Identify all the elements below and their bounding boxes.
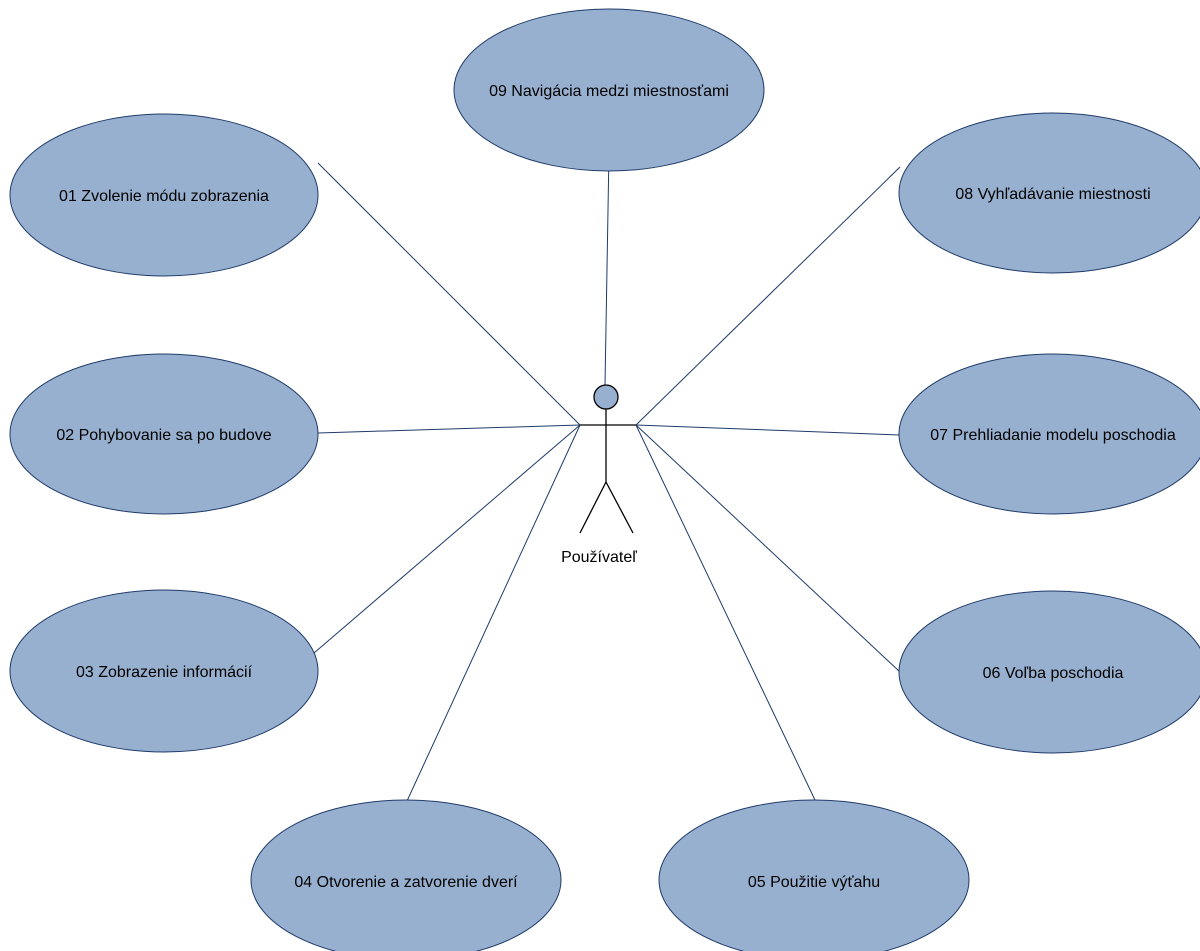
association-uc07 (635, 424, 901, 436)
use-case-01[interactable]: 01 Zvolenie módu zobrazenia (9, 113, 319, 277)
use-case-09-shape (453, 8, 765, 172)
use-case-05-label: 05 Použitie výťahu (748, 874, 880, 891)
use-case-01-label: 01 Zvolenie módu zobrazenia (59, 188, 269, 205)
use-case-01-shape (9, 113, 319, 277)
use-case-02-shape (9, 353, 319, 515)
association-uc08 (635, 166, 901, 426)
association-uc04 (406, 424, 581, 802)
use-case-07-label: 07 Prehliadanie modelu poschodia (930, 427, 1176, 444)
association-uc01 (317, 162, 581, 426)
use-case-02-label: 02 Pohybovanie sa po budove (56, 427, 271, 444)
use-case-06-label: 06 Voľba poschodia (983, 665, 1124, 682)
use-case-08-shape (898, 112, 1200, 274)
actor-right-leg (605, 481, 634, 534)
use-case-04[interactable]: 04 Otvorenie a zatvorenie dverí (250, 799, 562, 951)
association-uc02 (317, 424, 581, 434)
association-uc09 (604, 151, 610, 386)
actor-label: Používateľ (561, 549, 637, 566)
use-case-07-shape (898, 353, 1200, 515)
use-case-03[interactable]: 03 Zobrazenie informácií (9, 589, 319, 753)
association-uc03 (299, 424, 581, 666)
use-case-04-label: 04 Otvorenie a zatvorenie dverí (294, 874, 518, 891)
use-case-03-shape (9, 589, 319, 753)
actor[interactable]: Používateľ (561, 384, 637, 566)
use-case-05[interactable]: 05 Použitie výťahu (658, 799, 970, 951)
use-case-02[interactable]: 02 Pohybovanie sa po budove (9, 353, 319, 515)
use-case-05-shape (658, 799, 970, 951)
actor-head (593, 384, 619, 410)
use-case-04-shape (250, 799, 562, 951)
actor-left-leg (579, 481, 607, 534)
use-case-09[interactable]: 09 Navigácia medzi miestnosťami (453, 8, 765, 172)
use-case-06[interactable]: 06 Voľba poschodia (898, 590, 1200, 754)
association-uc05 (635, 424, 816, 801)
associations (299, 151, 901, 802)
use-case-08-label: 08 Vyhľadávanie miestnosti (955, 186, 1150, 203)
use-case-08[interactable]: 08 Vyhľadávanie miestnosti (898, 112, 1200, 274)
association-uc06 (635, 424, 901, 673)
use-case-06-shape (898, 590, 1200, 754)
use-case-09-label: 09 Navigácia medzi miestnosťami (489, 83, 729, 100)
use-case-07[interactable]: 07 Prehliadanie modelu poschodia (898, 353, 1200, 515)
use-case-03-label: 03 Zobrazenie informácií (76, 664, 253, 681)
